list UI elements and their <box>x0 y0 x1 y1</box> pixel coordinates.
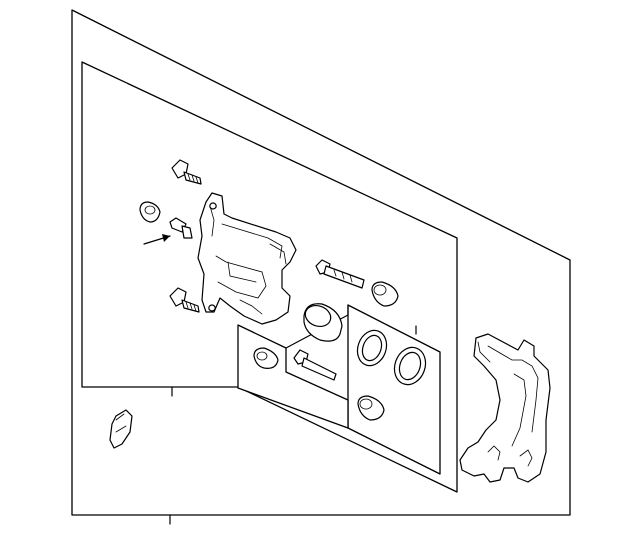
bleeder-screw <box>169 217 193 239</box>
pin-boot-upper <box>371 281 399 307</box>
guide-bolt-lower <box>169 287 200 313</box>
pin-kit-pin <box>293 349 337 381</box>
shim-pad <box>109 409 133 449</box>
piston-seal <box>356 329 388 367</box>
pin-kit-bushing <box>253 347 279 369</box>
dust-boot <box>393 346 427 386</box>
guide-bolt-upper <box>171 159 202 185</box>
piston <box>303 303 343 342</box>
arrow-pointer <box>143 234 171 245</box>
guide-pin <box>315 259 365 289</box>
caliper-housing <box>197 192 297 325</box>
bleeder-cap <box>139 201 161 223</box>
pin-boot-lower <box>357 395 385 421</box>
caliper-bracket <box>459 333 551 483</box>
